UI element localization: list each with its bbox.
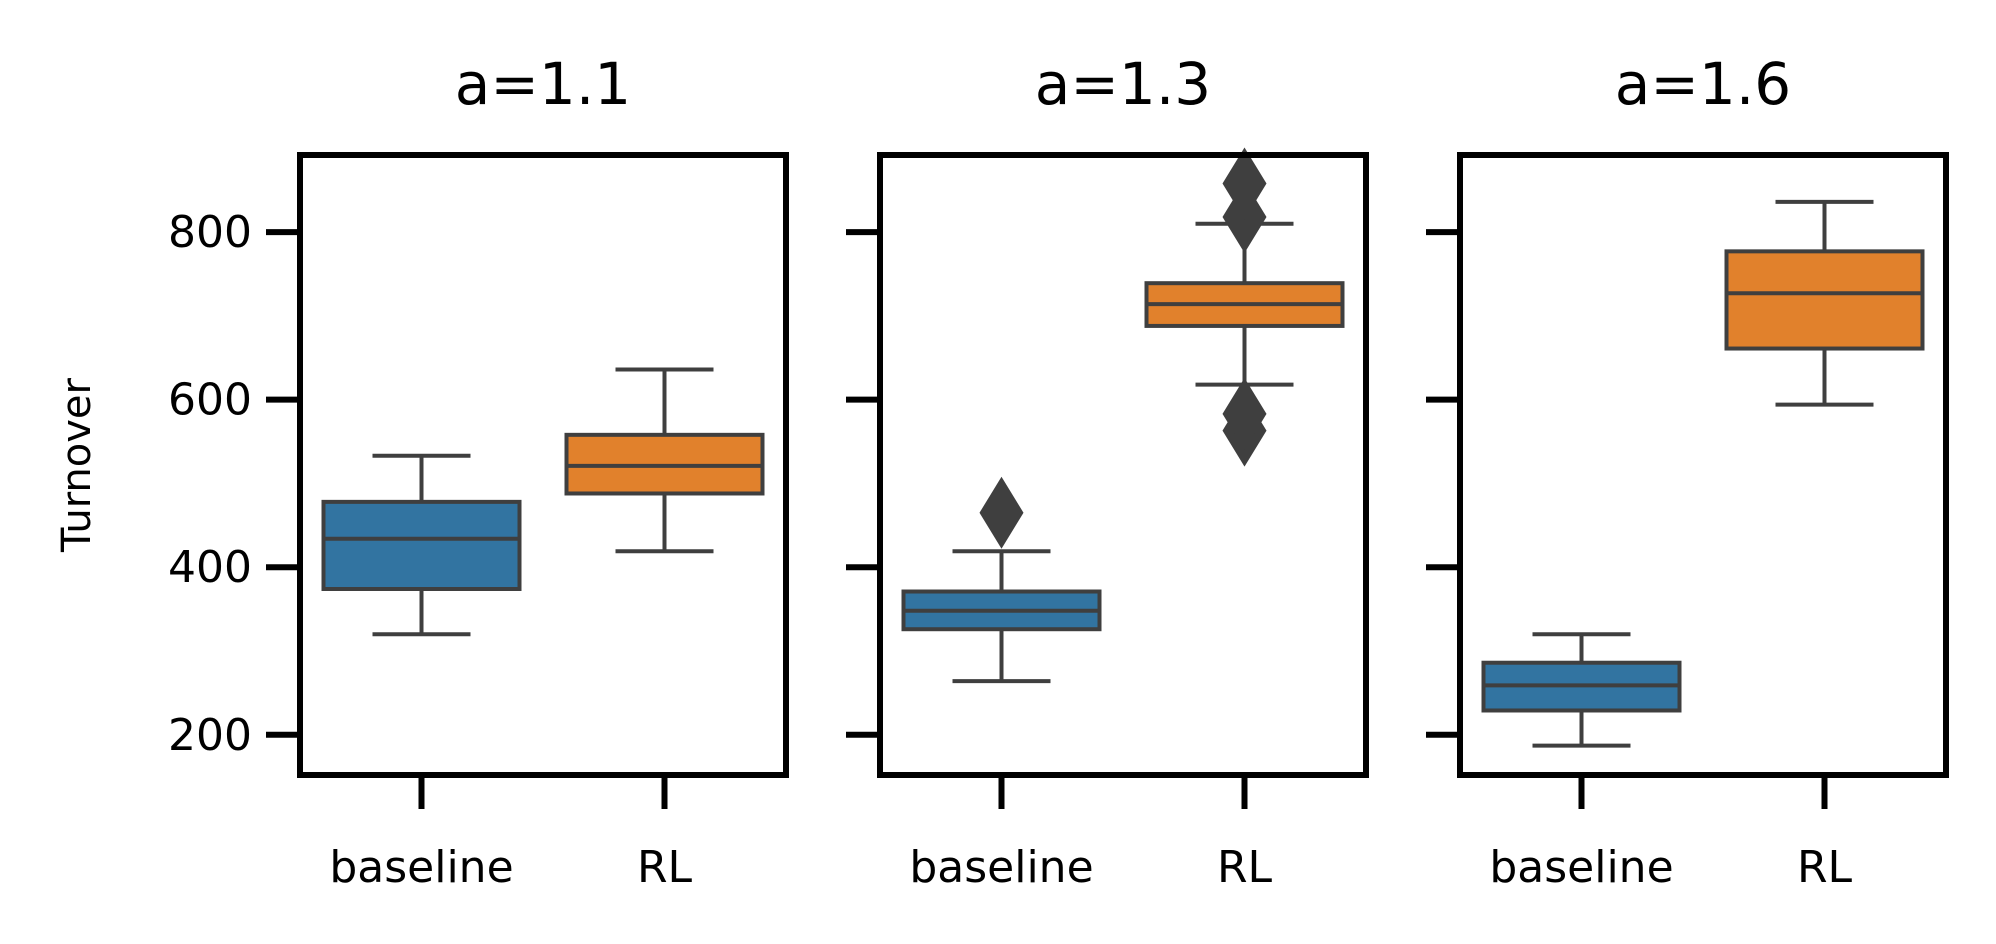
y-tick-label: 800: [168, 207, 252, 258]
y-axis-label: Turnover: [54, 377, 100, 553]
x-tick-label: RL: [637, 842, 693, 893]
panel-title: a=1.6: [1615, 50, 1791, 118]
axes-frame: [1457, 152, 1949, 778]
axes-frame: [877, 152, 1369, 778]
panel-2: a=1.3 baseline RL: [846, 50, 1369, 893]
x-tick-label: RL: [1217, 842, 1273, 893]
y-tick-label: 400: [168, 542, 252, 593]
x-tick-label: baseline: [329, 842, 513, 893]
x-tick-label: baseline: [1489, 842, 1673, 893]
box-baseline: [1481, 632, 1682, 748]
panel-3: a=1.6 baseline RL: [1426, 50, 1949, 893]
panel-title: a=1.1: [455, 50, 631, 118]
panels: a=1.1 200 400 600 800 baseline RL a=1.3 baseline…: [168, 50, 1949, 893]
box-baseline: [901, 476, 1102, 684]
panel-1: a=1.1 200 400 600 800 baseline RL: [168, 50, 789, 893]
box-RL: [1144, 147, 1345, 467]
y-tick-label: 600: [168, 375, 252, 426]
box-RL: [1724, 199, 1925, 407]
panel-title: a=1.3: [1035, 50, 1211, 118]
box-iqr: [321, 499, 522, 591]
outlier-point: [1222, 147, 1267, 220]
outlier-point: [1222, 377, 1267, 450]
box-iqr: [1724, 249, 1925, 351]
box-RL: [564, 367, 765, 554]
outlier-point: [979, 476, 1024, 549]
x-tick-label: RL: [1797, 842, 1853, 893]
y-tick-label: 200: [168, 710, 252, 761]
axes-frame: [297, 152, 789, 778]
box-baseline: [321, 453, 522, 637]
x-tick-label: baseline: [909, 842, 1093, 893]
